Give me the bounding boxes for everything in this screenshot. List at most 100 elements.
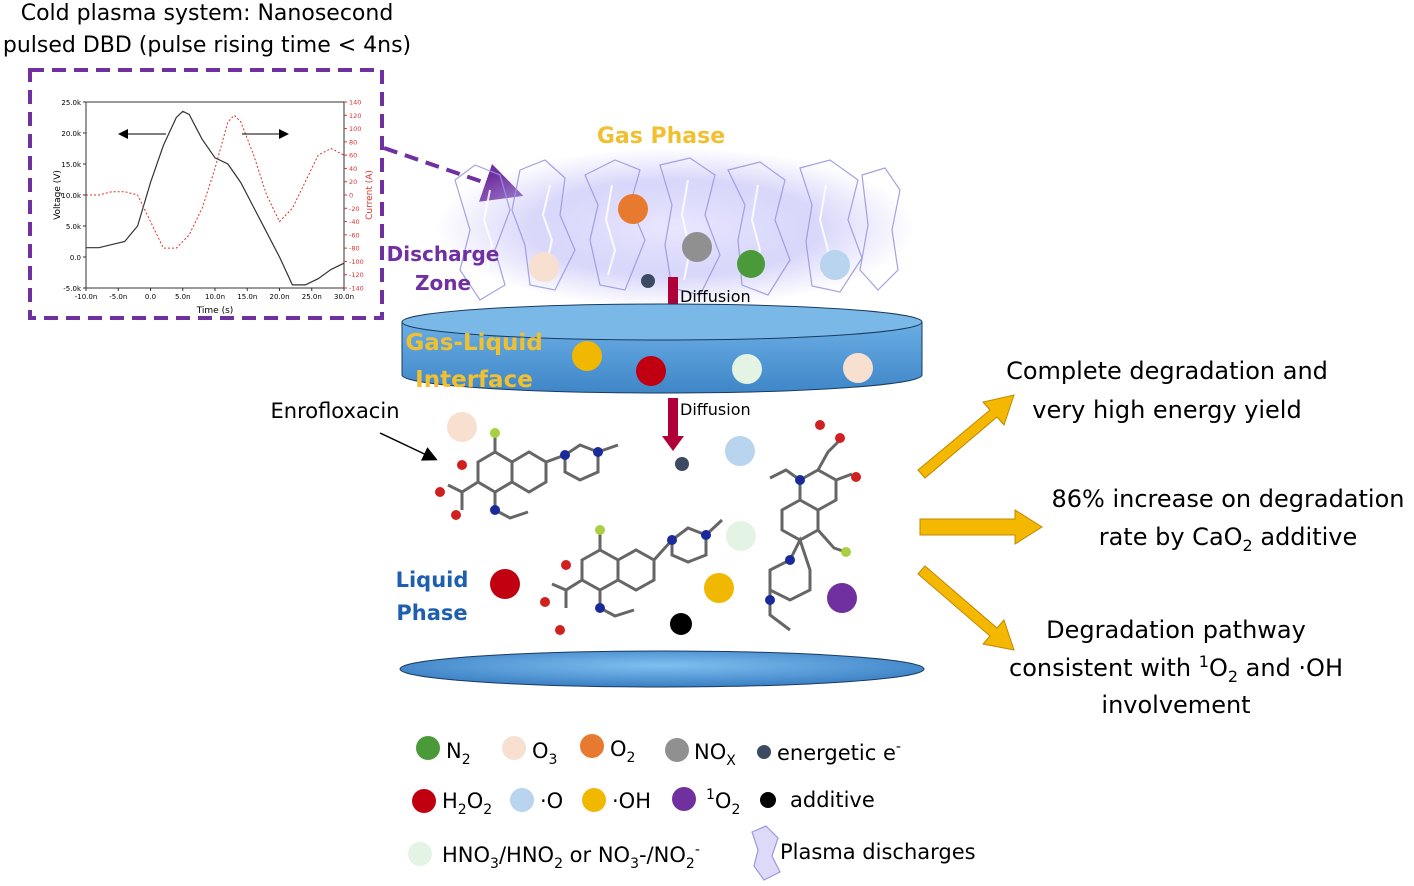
nox-molecule — [682, 232, 712, 262]
plasma-filament — [511, 159, 576, 291]
discharge-zone-label-line-1: Discharge — [387, 242, 500, 266]
fluorine-atom — [841, 547, 851, 557]
outcome-2-line-1: 86% increase on degradation — [1051, 485, 1404, 513]
chart-y-right-tick-label: 60 — [349, 152, 357, 160]
diffusion-label-upper: Diffusion — [680, 287, 751, 306]
legend-singlet-sup: 1 — [706, 787, 715, 803]
chart-y-right-tick-label: 80 — [349, 138, 357, 146]
legend-o-radical-label: ·O — [540, 789, 563, 813]
nitrogen-atom — [785, 555, 795, 565]
enrofloxacin-molecule — [765, 420, 861, 632]
plasma-spark — [482, 189, 494, 276]
plasma-spark — [604, 184, 617, 276]
chart-y-right-tick-label: 20 — [349, 178, 357, 186]
o2-molecule — [618, 194, 648, 224]
legend-o2-label: O2 — [610, 737, 635, 766]
legend-o3-swatch — [502, 736, 526, 760]
legend-hno-b: /HNO — [499, 843, 554, 867]
legend-hno-s3: 3 — [630, 856, 639, 872]
legend-o-radical-swatch — [510, 788, 534, 812]
chart-y-left-tick-label: -5.0k — [63, 285, 82, 293]
legend-electron-sup: - — [896, 739, 901, 755]
legend-h2o2-a: H — [442, 789, 458, 813]
legend-hno-label: HNO3/HNO2 or NO3-/NO2- — [442, 842, 700, 872]
outcome-2-text-end: additive — [1253, 523, 1358, 551]
chart-x-tick-label: 25.0n — [302, 293, 322, 301]
chart-y-left-tick-label: 25.0k — [61, 99, 82, 107]
legend-hno-c: or NO — [563, 843, 630, 867]
chart-x-tick-label: 5.0n — [175, 293, 191, 301]
legend-nox-main: NO — [694, 740, 726, 764]
chart-y-right-tick-label: 120 — [349, 112, 361, 120]
o-radical — [820, 250, 850, 280]
outcome-3-line-3: involvement — [1101, 691, 1250, 719]
oxygen-atom — [815, 420, 825, 430]
nitrogen-atom — [701, 530, 711, 540]
energetic-electron — [641, 274, 655, 288]
singlet-oxygen — [827, 583, 857, 613]
legend-electron-label: energetic e- — [777, 739, 901, 765]
legend-nox-swatch — [665, 738, 689, 762]
legend-n2-label: N2 — [446, 739, 471, 768]
oxygen-atom — [561, 560, 571, 570]
plasma-filament — [454, 164, 511, 301]
legend-hno-a: HNO — [442, 843, 490, 867]
chart-y-right-tick-label: 100 — [349, 125, 361, 133]
legend-n2-main: N — [446, 739, 462, 763]
outcome-3-superscript: 1 — [1199, 652, 1209, 671]
gas-phase-label: Gas Phase — [597, 124, 725, 149]
chart-y-left-label: Voltage (V) — [53, 170, 63, 220]
fluorine-atom — [595, 525, 605, 535]
legend-h2o2-b: O — [467, 789, 484, 813]
energetic-electron — [675, 457, 689, 471]
o3-molecule — [843, 353, 873, 383]
plasma-filament — [799, 159, 863, 293]
legend-plasma-swatch — [751, 825, 781, 881]
legend-hno-swatch — [408, 842, 432, 866]
chart-y-left-tick-label: 15.0k — [61, 161, 82, 169]
legend-electron-main: energetic e — [777, 741, 896, 765]
chart-y-left-tick-label: 20.0k — [61, 130, 82, 138]
chart-y-left-tick-label: 5.0k — [66, 223, 82, 231]
outcome-3-line-2: consistent with 1O2 and ·OH — [1009, 652, 1343, 686]
outcome-2-line-2: rate by CaO2 additive — [1099, 523, 1358, 555]
inset-title-line-2: pulsed DBD (pulse rising time < 4ns) — [3, 33, 411, 58]
chart-y-left-tick-label: 0.0 — [70, 254, 81, 262]
legend-hno-d: -/NO — [639, 843, 686, 867]
legend-h2o2-s2: 2 — [483, 802, 492, 818]
chart-y-right-tick-label: 40 — [349, 165, 357, 173]
nitrogen-atom — [667, 535, 677, 545]
fluorine-atom — [490, 428, 500, 438]
diffusion-arrow-shaft — [668, 277, 678, 313]
chart-y-right-tick-label: -100 — [349, 258, 364, 266]
chart-x-tick-label: -10.0n — [75, 293, 98, 301]
outcome-1-line-1: Complete degradation and — [1006, 357, 1328, 385]
plasma-filament — [727, 161, 791, 296]
plasma-spark — [680, 179, 692, 281]
legend: N2 O3 O2 NOX energetic e- H2O2 ·O ·OH 1O… — [408, 734, 976, 881]
chart-y-right-tick-label: -140 — [349, 285, 364, 293]
o3-molecule — [447, 412, 477, 442]
legend-hno-s1: 3 — [490, 856, 499, 872]
additive-particle — [670, 613, 692, 635]
legend-singlet-main: O — [715, 789, 732, 813]
legend-h2o2-swatch — [412, 789, 436, 813]
legend-o3-main: O — [532, 739, 549, 763]
chart-y-right-tick-label: 140 — [349, 99, 361, 107]
chart-y-right-tick-label: -60 — [349, 231, 360, 239]
nitrogen-atom — [765, 595, 775, 605]
legend-plasma-label: Plasma discharges — [780, 840, 976, 864]
legend-o3-sub: 3 — [549, 752, 558, 768]
inset-frame — [28, 68, 384, 320]
chart-x-tick-label: 0.0 — [145, 293, 156, 301]
chart-x-tick-label: 30.0n — [334, 293, 354, 301]
chart-y-left-tick-label: 10.0k — [61, 192, 82, 200]
chart-x-label: Time (s) — [196, 306, 234, 316]
oxygen-atom — [540, 597, 550, 607]
oh-radical — [572, 341, 602, 371]
oxygen-atom — [851, 472, 861, 482]
chart-y-right-tick-label: -120 — [349, 271, 364, 279]
outcome-arrow-1 — [917, 394, 1015, 479]
o3-molecule — [529, 252, 559, 282]
